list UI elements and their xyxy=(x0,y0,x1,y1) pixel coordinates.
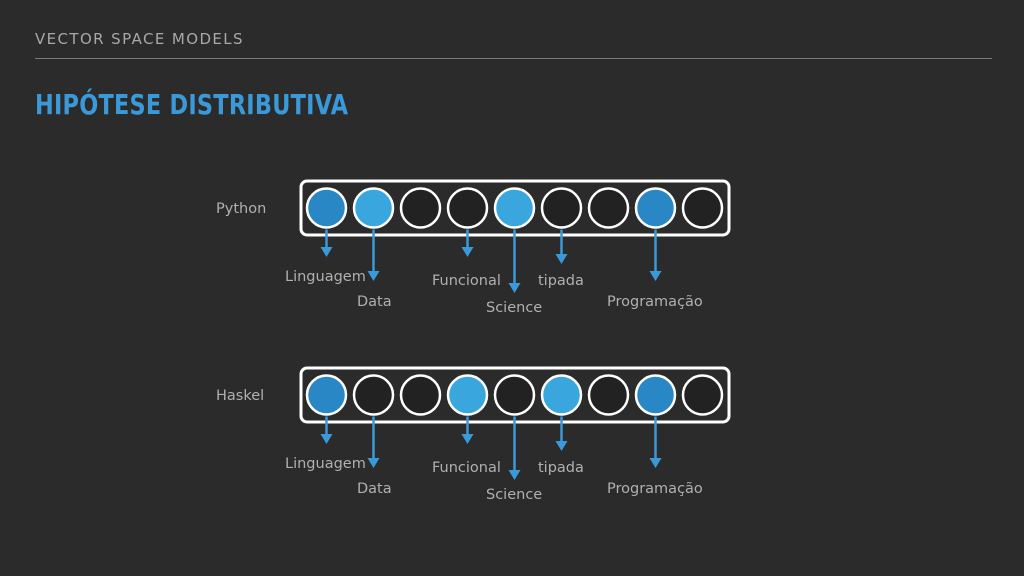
feature-label: tipada xyxy=(538,460,584,476)
feature-label: Linguagem xyxy=(285,456,366,472)
arrow-head xyxy=(555,254,568,264)
arrow-head xyxy=(367,458,380,468)
arrow-head xyxy=(320,434,333,444)
feature-label: Science xyxy=(486,300,542,316)
feature-label: tipada xyxy=(538,273,584,289)
arrow-head xyxy=(461,434,474,444)
feature-label: Science xyxy=(486,487,542,503)
vector-cell-strong xyxy=(634,187,677,229)
vector-cell-empty xyxy=(446,187,489,229)
vector-cell-light xyxy=(493,187,536,229)
vector-name-label: Python xyxy=(216,201,266,217)
vector-cell-strong xyxy=(634,374,677,416)
vector-cell-empty xyxy=(681,374,724,416)
feature-label: Funcional xyxy=(432,273,501,289)
arrow-head xyxy=(508,283,521,293)
arrow-head xyxy=(555,441,568,451)
vector-cell-strong xyxy=(305,374,348,416)
vector-name-label: Haskel xyxy=(216,388,264,404)
vector-cell-strong xyxy=(305,187,348,229)
vector-cell-empty xyxy=(587,374,630,416)
feature-label: Programação xyxy=(607,294,703,310)
arrow-head xyxy=(649,458,662,468)
arrow-head xyxy=(461,247,474,257)
vector-cell-empty xyxy=(540,187,583,229)
vector-cell-empty xyxy=(352,374,395,416)
vector-cell-empty xyxy=(399,187,442,229)
vector-cell-empty xyxy=(399,374,442,416)
vector-cell-empty xyxy=(493,374,536,416)
vector-cell-light xyxy=(352,187,395,229)
feature-label: Data xyxy=(357,481,392,497)
slide-title: HIPÓTESE DISTRIBUTIVA xyxy=(35,88,349,121)
vector-cell-light xyxy=(540,374,583,416)
vector-cell-light xyxy=(446,374,489,416)
vector-cell-empty xyxy=(681,187,724,229)
section-header: VECTOR SPACE MODELS xyxy=(35,30,244,48)
feature-label: Linguagem xyxy=(285,269,366,285)
arrow-head xyxy=(508,470,521,480)
feature-label: Funcional xyxy=(432,460,501,476)
arrow-head xyxy=(649,271,662,281)
header-divider xyxy=(35,58,992,59)
arrow-head xyxy=(367,271,380,281)
feature-label: Programação xyxy=(607,481,703,497)
vector-cell-empty xyxy=(587,187,630,229)
feature-label: Data xyxy=(357,294,392,310)
arrow-head xyxy=(320,247,333,257)
